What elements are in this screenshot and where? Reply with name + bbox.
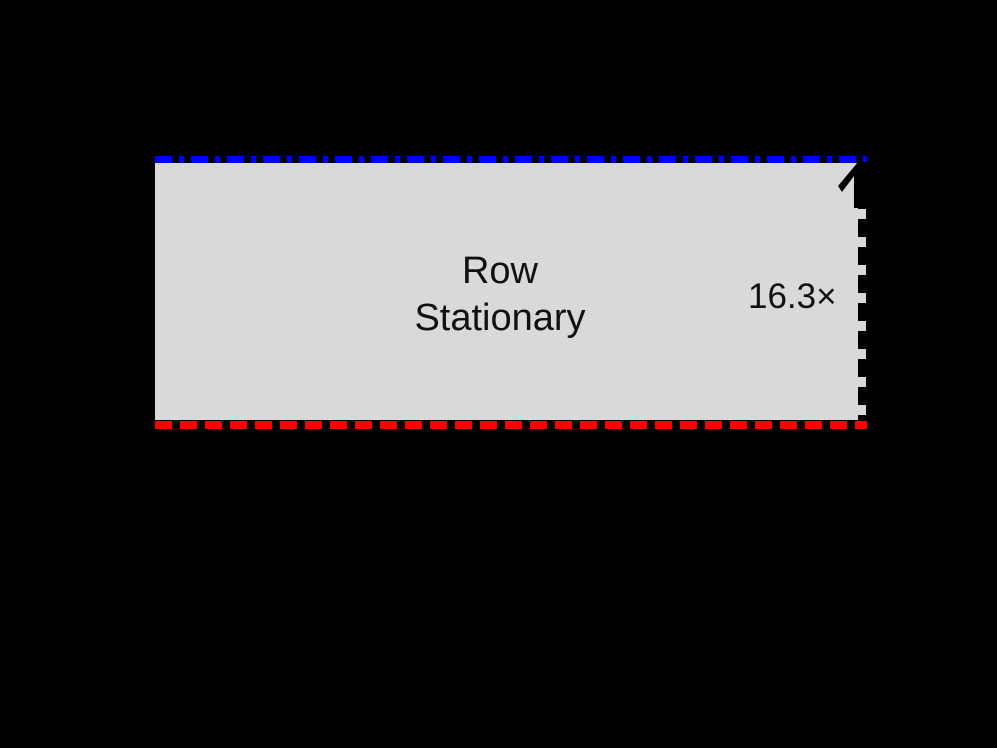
right-boundary-line bbox=[858, 163, 866, 421]
bottom-boundary-line bbox=[155, 421, 867, 429]
arrow-head-icon bbox=[836, 162, 870, 208]
row-stationary-block bbox=[155, 163, 866, 420]
top-boundary-line bbox=[155, 156, 867, 163]
ratio-annotation: 16.3× bbox=[748, 277, 837, 316]
